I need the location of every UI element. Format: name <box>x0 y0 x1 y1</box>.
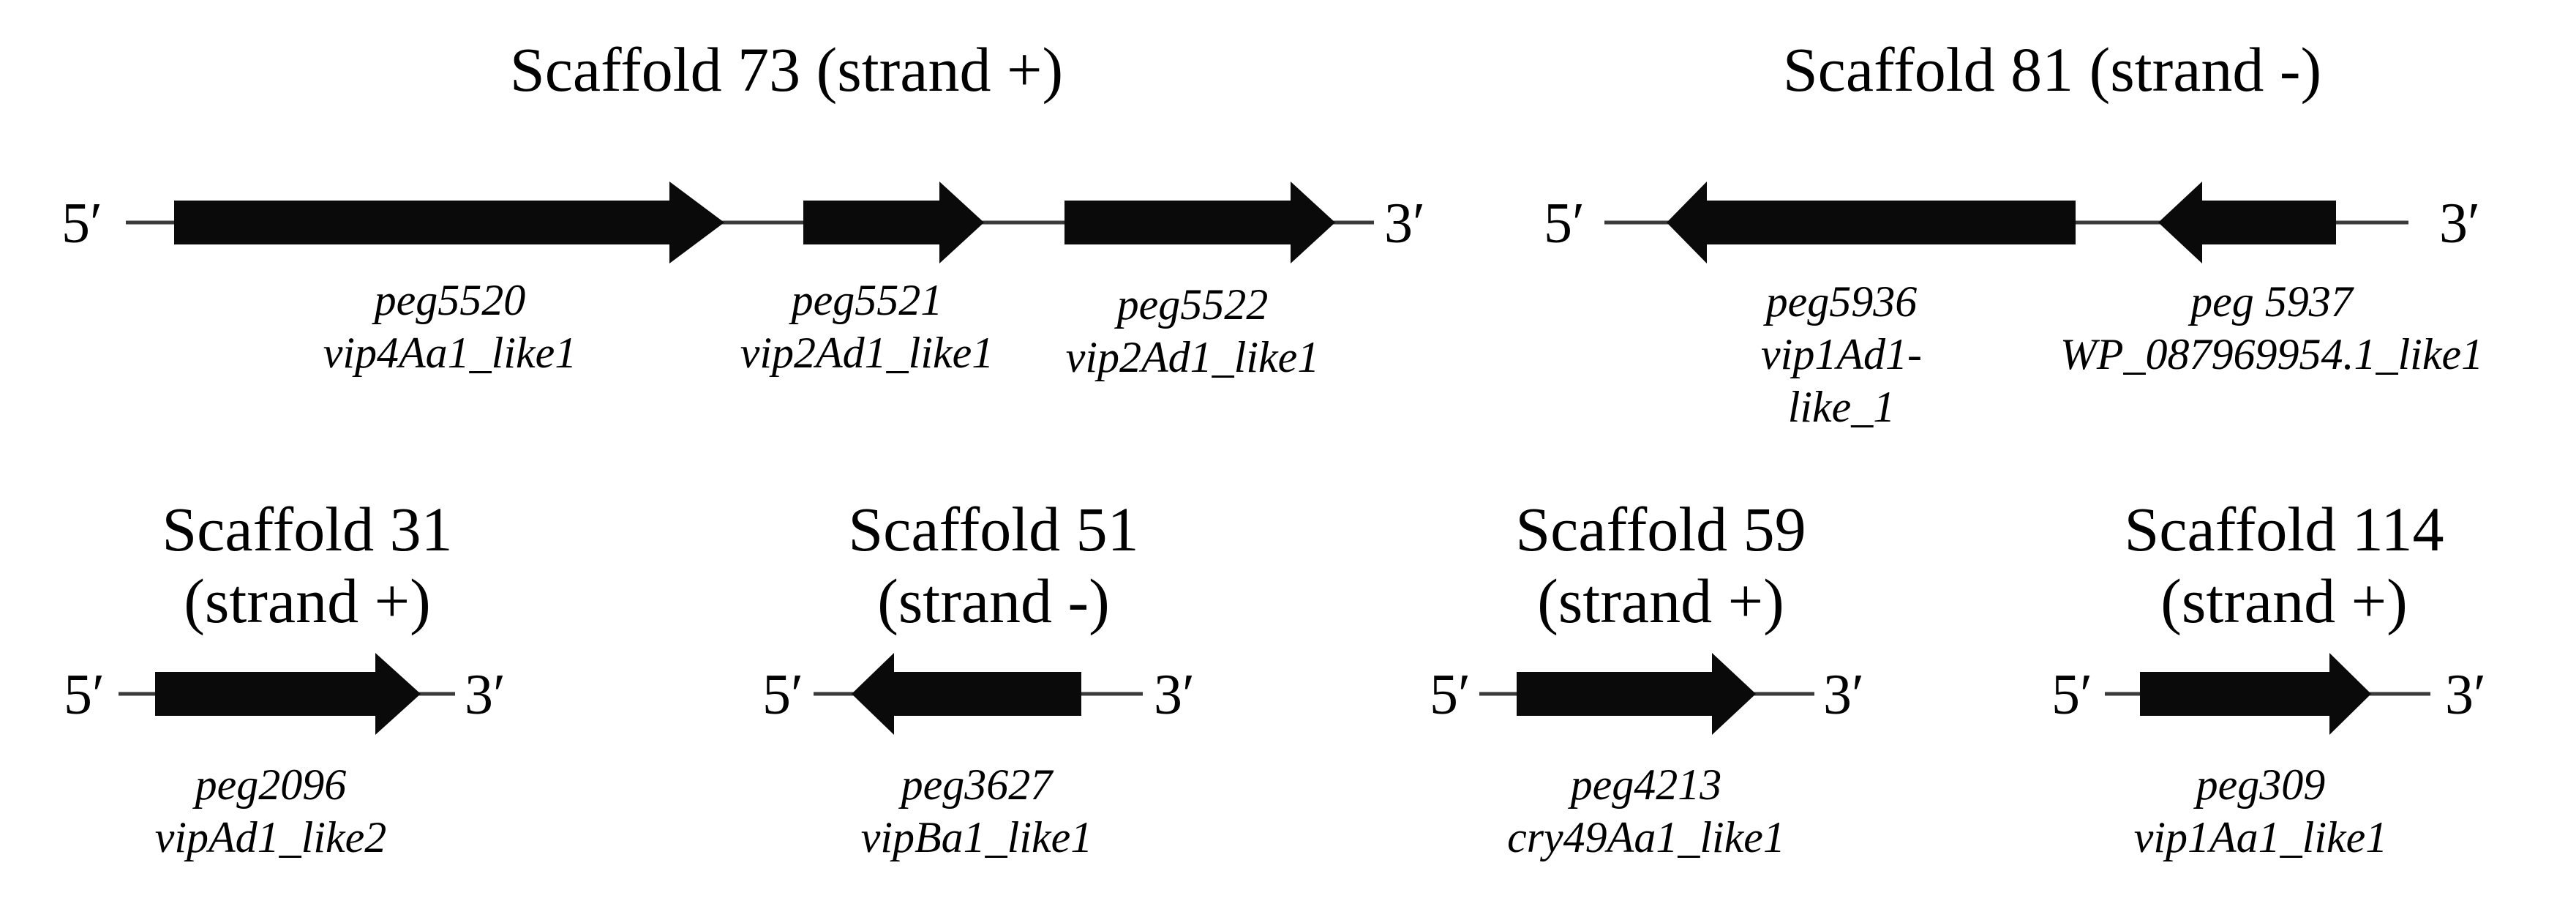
gene-arrow-body <box>155 672 375 716</box>
gene-label-line: peg 5937 <box>2188 277 2355 326</box>
gene-label-line: WP_087969954.1_like1 <box>2060 330 2483 378</box>
gene-label-line: peg5522 <box>1114 280 1269 329</box>
gene-label-line: peg5521 <box>789 276 943 324</box>
gene-arrow-body <box>2140 672 2329 716</box>
gene-arrow-peg5520: peg5520 vip4Aa1_like1 <box>174 182 724 377</box>
gene-label-line: vip1Aa1_like1 <box>2134 813 2388 861</box>
gene-label-line: like_1 <box>1788 383 1896 431</box>
gene-arrow-body <box>803 201 939 244</box>
five-prime-label: 5′ <box>2051 662 2092 726</box>
scaffold-title-line: (strand +) <box>184 566 430 636</box>
scaffold-title-line: (strand +) <box>1537 566 1784 636</box>
three-prime-label: 3′ <box>1823 662 1864 726</box>
five-prime-label: 5′ <box>762 662 803 726</box>
gene-arrow-body <box>1064 201 1291 244</box>
scaffold-title-line: Scaffold 81 (strand -) <box>1783 34 2321 105</box>
gene-label-line: peg309 <box>2193 760 2326 809</box>
five-prime-label: 5′ <box>64 662 105 726</box>
scaffold-51: Scaffold 51(strand -) 5′ 3′ peg3627vipBa1_l… <box>762 494 1195 861</box>
gene-arrow-body <box>174 201 669 244</box>
gene-label-line: vip1Ad1- <box>1761 330 1922 378</box>
gene-arrow-head <box>375 653 421 735</box>
three-prime-label: 3′ <box>465 662 506 726</box>
gene-arrow-head <box>939 182 984 263</box>
gene-label-line: vipBa1_like1 <box>861 813 1093 861</box>
three-prime-label: 3′ <box>1154 662 1195 726</box>
scaffold-title-line: Scaffold 51 <box>848 494 1138 564</box>
gene-arrow-body <box>1707 201 2076 244</box>
scaffold-114: Scaffold 114(strand +) 5′ 3′ peg309vip1Aa1_… <box>2051 494 2486 861</box>
gene-arrow-head <box>2329 653 2371 735</box>
gene-label-line: peg2096 <box>192 760 347 809</box>
scaffold-73: Scaffold 73 (strand +) 5′ 3′ peg5520 vip4Aa1… <box>61 34 1425 381</box>
gene-label-line: vip2Ad1_like1 <box>740 329 994 377</box>
gene-arrow-head <box>2158 182 2202 263</box>
scaffold-title-line: Scaffold 59 <box>1515 494 1806 564</box>
scaffold-title-line: (strand -) <box>877 566 1110 636</box>
gene-label-line: vipAd1_like2 <box>155 813 387 861</box>
gene-label-line: peg4213 <box>1568 760 1722 809</box>
three-prime-label: 3′ <box>1384 191 1425 255</box>
gene-arrow-head <box>852 653 894 735</box>
gene-arrow-peg5521: peg5521 vip2Ad1_like1 <box>740 182 994 377</box>
scaffold-title-line: (strand +) <box>2160 566 2407 636</box>
gene-label-line: vip4Aa1_like1 <box>323 329 577 377</box>
scaffold-title-line: Scaffold 73 (strand +) <box>510 34 1063 105</box>
three-prime-label: 3′ <box>2439 191 2480 255</box>
five-prime-label: 5′ <box>1544 191 1585 255</box>
gene-label-line: peg5520 <box>372 276 526 324</box>
gene-arrow-head <box>1667 182 1707 263</box>
gene-label-line: peg3627 <box>898 760 1055 809</box>
gene-label-line: vip2Ad1_like1 <box>1066 333 1320 381</box>
gene-arrow-head <box>1712 653 1756 735</box>
scaffold-81: Scaffold 81 (strand -) 5′ 3′ peg5936vip1Ad1… <box>1544 34 2483 431</box>
five-prime-label: 5′ <box>61 191 102 255</box>
scaffold-title-line: Scaffold 31 <box>162 494 452 564</box>
gene-label-line: cry49Aa1_like1 <box>1507 813 1785 861</box>
scaffold-31: Scaffold 31(strand +) 5′ 3′ peg2096vipAd1_l… <box>64 494 506 861</box>
scaffold-59: Scaffold 59(strand +) 5′ 3′ peg4213cry49Aa1… <box>1430 494 1864 861</box>
gene-arrow-body <box>1517 672 1712 716</box>
gene-arrow-head <box>669 182 724 263</box>
gene-arrow-body <box>894 672 1081 716</box>
gene-arrow-head <box>1291 182 1335 263</box>
three-prime-label: 3′ <box>2445 662 2486 726</box>
gene-arrow-body <box>2202 201 2336 244</box>
five-prime-label: 5′ <box>1430 662 1471 726</box>
gene-label-line: peg5936 <box>1763 277 1918 326</box>
scaffold-title-line: Scaffold 114 <box>2124 494 2444 564</box>
